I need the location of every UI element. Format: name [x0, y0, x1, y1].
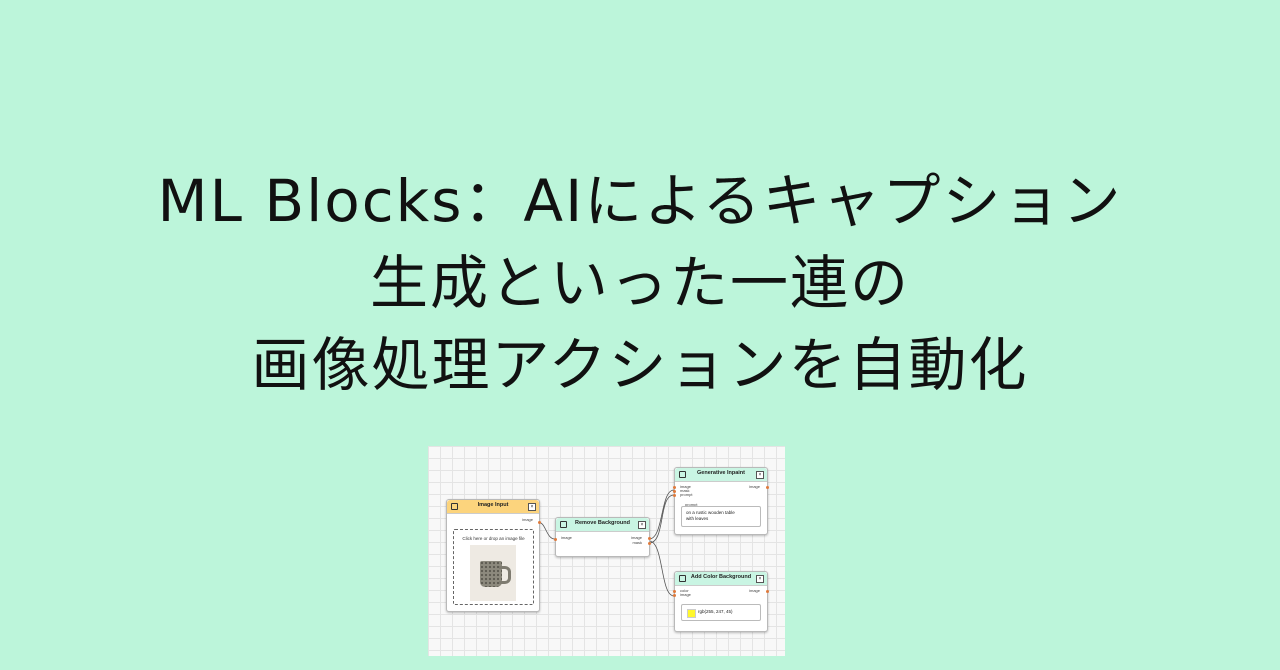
node-image-input-title: Image Input [477, 502, 509, 508]
node-add-color-background-header[interactable]: Add Color Background × [675, 572, 767, 586]
workflow-canvas[interactable]: Image Input × image Click here or drop a… [428, 446, 785, 656]
output-port-image[interactable] [648, 537, 651, 540]
headline-line-1: ML Blocks：AIによるキャプション [157, 167, 1123, 235]
wire-remove-bg-to-inpaint [648, 489, 675, 540]
node-add-color-background[interactable]: Add Color Background × color image image… [673, 571, 769, 632]
wand-icon [679, 471, 686, 478]
image-icon [451, 503, 458, 510]
port-label-image-in: image [680, 592, 691, 597]
wire-remove-bg-to-color-bg [648, 540, 675, 597]
palette-icon [679, 575, 686, 582]
port-label-mask-out: mask [632, 540, 642, 545]
drop-zone-text: Click here or drop an image file [462, 536, 525, 541]
input-port-image[interactable] [554, 538, 557, 541]
node-generative-inpaint-header[interactable]: Generative Inpaint × [675, 468, 767, 482]
prompt-field-label: prompt [685, 502, 698, 507]
output-port-image[interactable] [538, 521, 541, 524]
input-port-prompt[interactable] [673, 494, 676, 497]
close-icon[interactable]: × [756, 471, 764, 479]
input-port-image[interactable] [673, 486, 676, 489]
port-label-image-out: image [749, 588, 760, 593]
port-label-image-out: image [749, 484, 760, 489]
connection-wires [537, 489, 675, 597]
mug-image [470, 545, 516, 601]
node-remove-background[interactable]: Remove Background × image image mask [554, 517, 651, 557]
node-remove-background-header[interactable]: Remove Background × [556, 518, 649, 532]
port-label-image-in: image [680, 484, 691, 489]
output-port-mask[interactable] [648, 542, 651, 545]
node-image-input-header[interactable]: Image Input × [447, 500, 539, 514]
input-port-mask[interactable] [673, 490, 676, 493]
color-picker-field[interactable]: rgb(255, 247, 45) [681, 604, 761, 621]
port-label-image-out: image [631, 535, 642, 540]
prompt-input[interactable]: on a rustic wooden table with leaves [681, 506, 761, 527]
color-swatch[interactable] [687, 609, 696, 618]
mug-handle [499, 566, 511, 584]
headline-line-2: 生成といった一連の [369, 249, 910, 317]
headline-line-3: 画像処理アクションを自動化 [251, 331, 1029, 399]
port-label-mask-in: mask [680, 488, 690, 493]
close-icon[interactable]: × [756, 575, 764, 583]
headline: ML Blocks：AIによるキャプション 生成といった一連の 画像処理アクショ… [0, 160, 1280, 406]
prompt-input-value: on a rustic wooden table with leaves [686, 510, 735, 521]
close-icon[interactable]: × [528, 503, 536, 511]
color-value: rgb(255, 247, 45) [698, 609, 733, 614]
port-label-image-out: image [522, 517, 533, 522]
node-generative-inpaint[interactable]: Generative Inpaint × image mask prompt i… [673, 467, 769, 535]
output-port-image[interactable] [766, 590, 769, 593]
image-icon [560, 521, 567, 528]
input-port-color[interactable] [673, 590, 676, 593]
node-image-input[interactable]: Image Input × image Click here or drop a… [446, 499, 541, 612]
output-port-image[interactable] [766, 486, 769, 489]
port-label-prompt-in: prompt [680, 492, 693, 497]
mug-body [480, 561, 502, 587]
node-add-color-background-title: Add Color Background [690, 574, 752, 580]
port-label-image-in: image [561, 535, 572, 540]
wire-input-to-remove-bg [537, 521, 556, 540]
node-generative-inpaint-title: Generative Inpaint [697, 470, 745, 476]
wire-remove-bg-mask-to-inpaint [648, 494, 675, 544]
port-label-color-in: color [680, 588, 689, 593]
node-remove-background-title: Remove Background [574, 520, 630, 526]
close-icon[interactable]: × [638, 521, 646, 529]
input-port-image[interactable] [673, 594, 676, 597]
image-drop-zone[interactable]: Click here or drop an image file [453, 529, 534, 605]
